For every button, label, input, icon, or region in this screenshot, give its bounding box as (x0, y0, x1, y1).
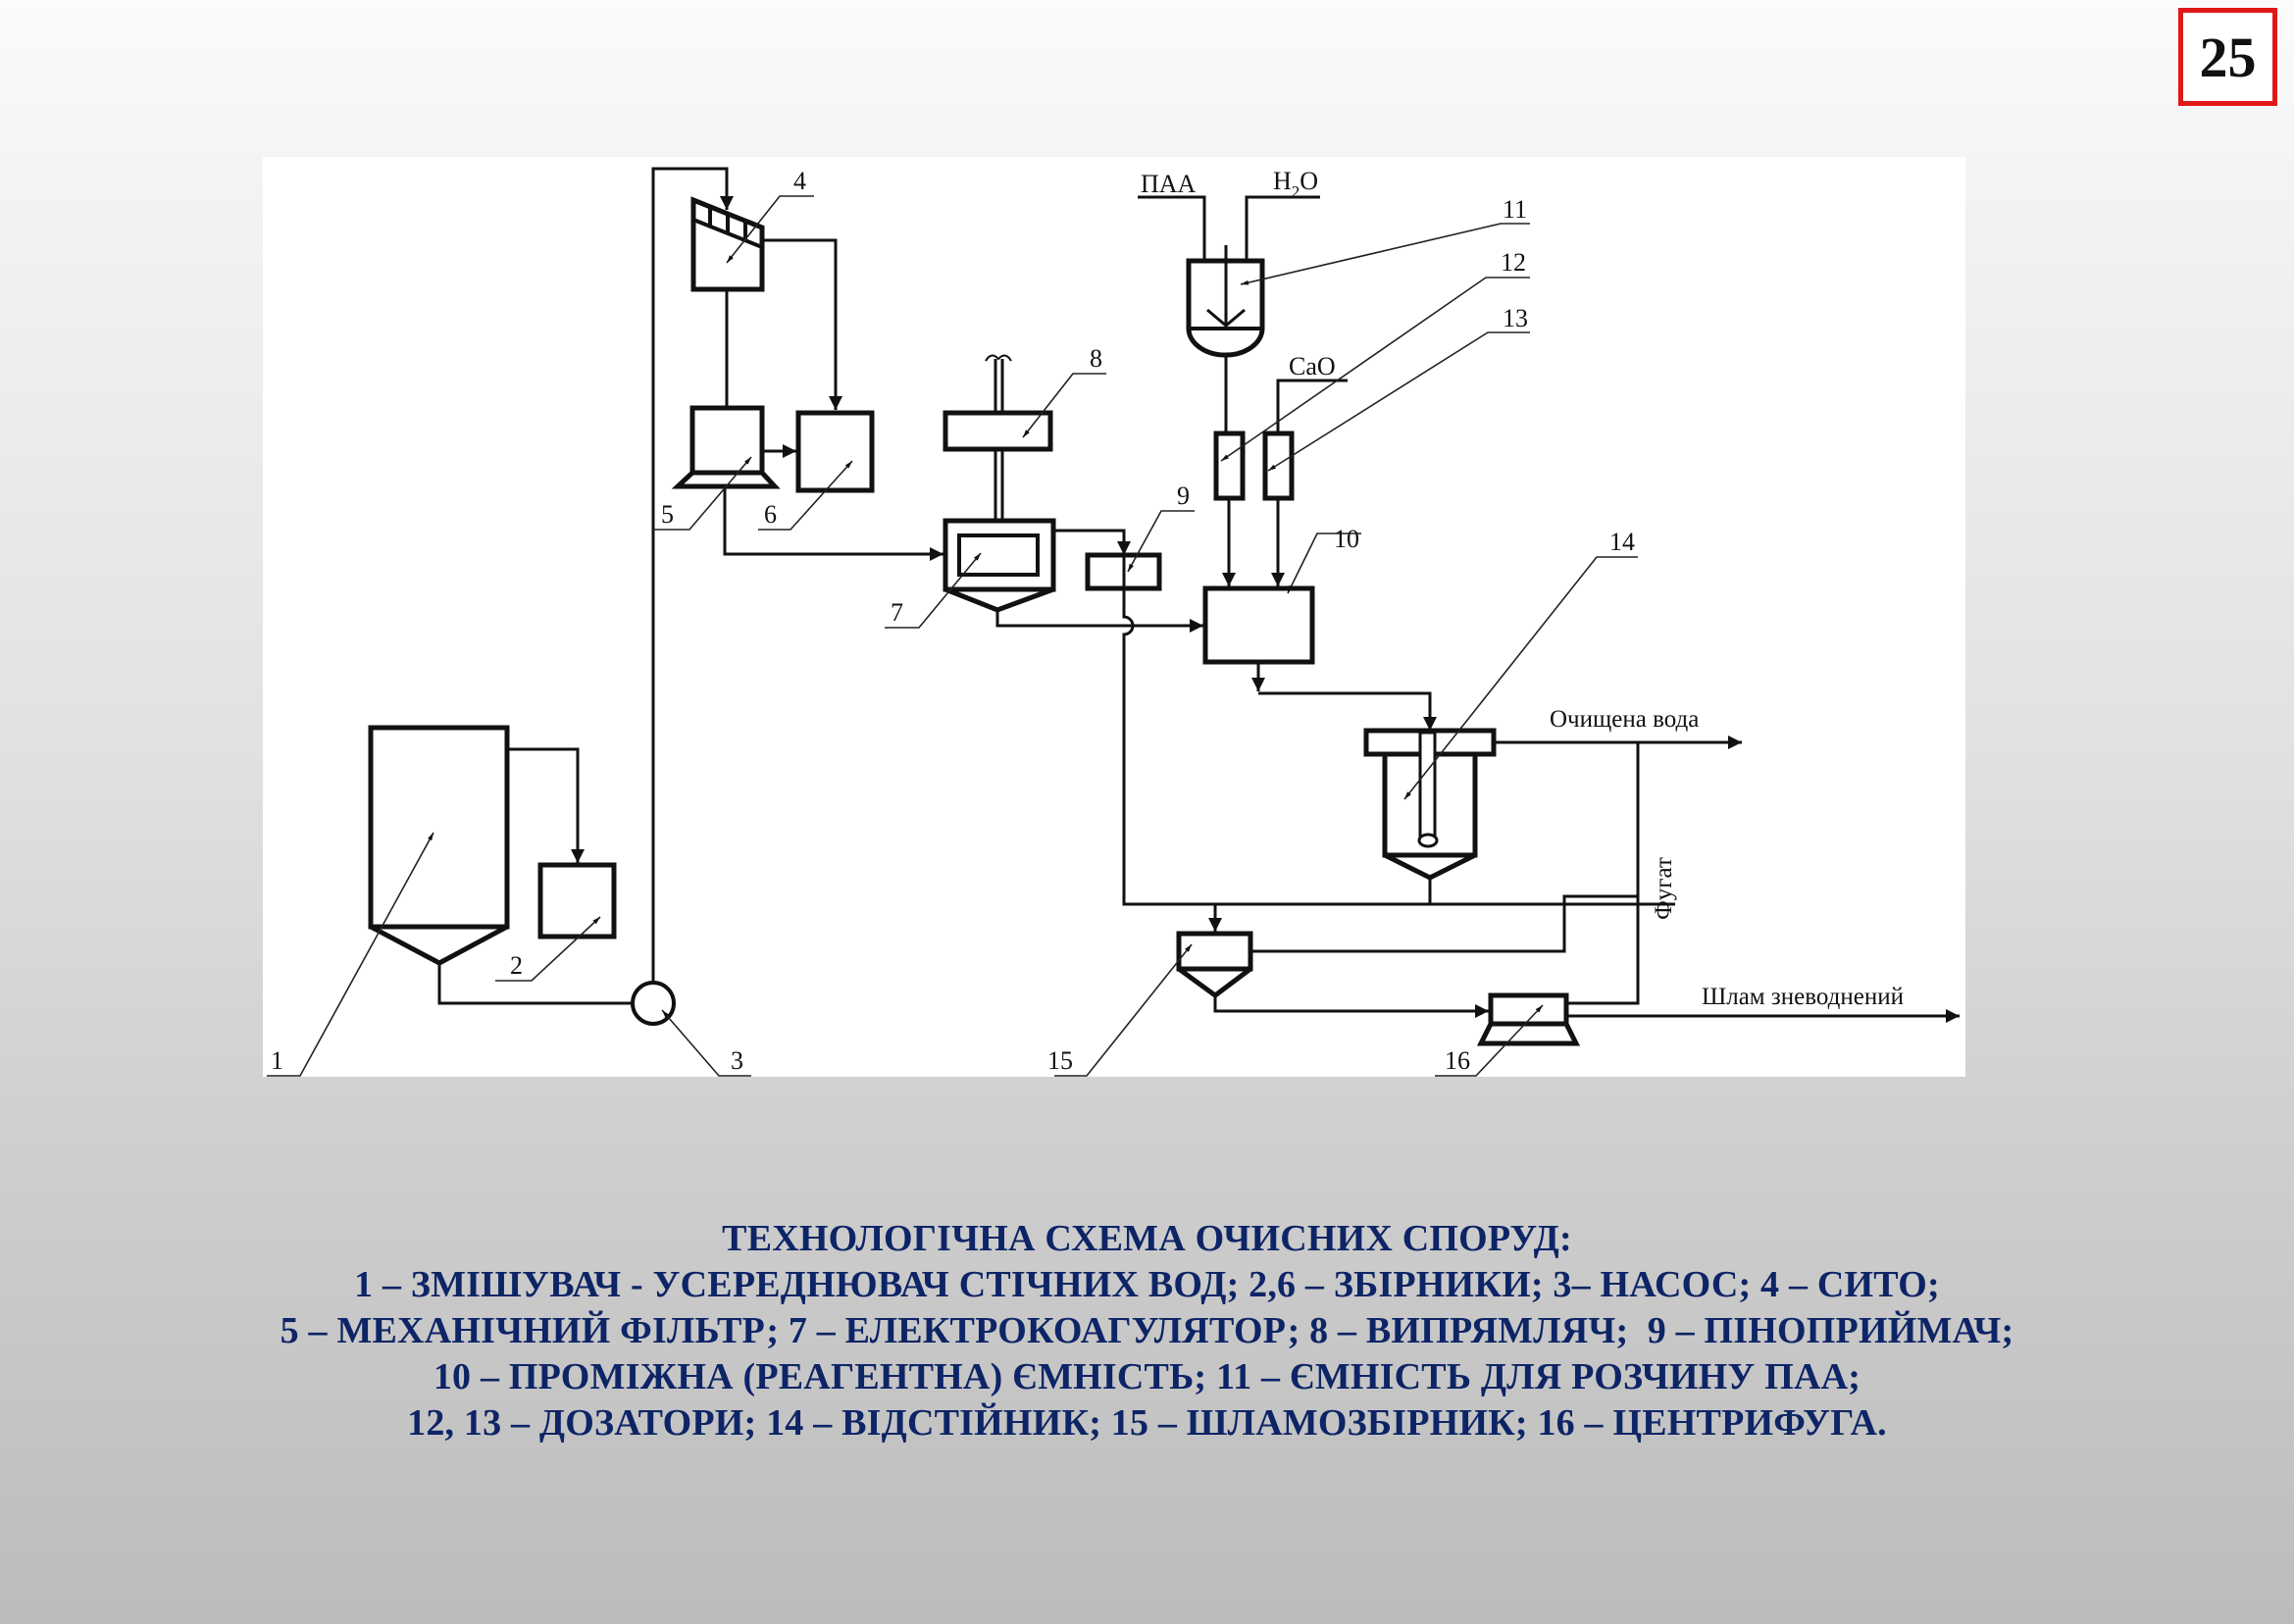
label-15: 15 (1047, 1046, 1073, 1075)
label-1: 1 (271, 1046, 283, 1075)
label-8: 8 (1090, 344, 1102, 373)
pipe-mixer-to-pump (437, 963, 633, 1005)
settler-14 (1363, 728, 1497, 881)
doser-13 (1262, 431, 1295, 501)
caption-line: 12, 13 – ДОЗАТОРИ; 14 – ВІДСТІЙНИК; 15 –… (407, 1402, 1887, 1444)
pipelines (437, 167, 1960, 1023)
collector-6 (795, 410, 875, 493)
output-dewatered-sludge-label: Шлам зневоднений (1702, 984, 1904, 1010)
caption-title: ТЕХНОЛОГІЧНА СХЕМА ОЧИСНИХ СПОРУД: (722, 1218, 1572, 1259)
collector-2 (537, 862, 617, 939)
page-number-badge: 25 (2178, 8, 2277, 106)
caption-line: 1 – ЗМІШУВАЧ - УСЕРЕДНЮВАЧ СТІЧНИХ ВОД; … (354, 1264, 1940, 1305)
sieve-4 (690, 196, 765, 292)
label-16: 16 (1445, 1046, 1470, 1075)
pipe-tank-10-to-settler (1258, 691, 1437, 731)
label-6: 6 (764, 500, 777, 529)
label-12: 12 (1501, 248, 1526, 277)
input-paa-label: ПАА (1141, 170, 1197, 198)
pipe-sieve-to-collector-6 (763, 238, 842, 410)
label-5: 5 (661, 500, 674, 529)
pipe-paa-input (1138, 195, 1206, 261)
label-7: 7 (891, 598, 903, 627)
pipe-electrocoagulator-to-foam-receiver (1053, 529, 1131, 555)
pipe-fugate-to-settler-area (1250, 894, 1638, 953)
caption-line: 10 – ПРОМІЖНА (РЕАГЕНТНА) ЄМНІСТЬ; 11 – … (433, 1356, 1861, 1397)
label-3: 3 (731, 1046, 743, 1075)
electrocoagulator-7 (943, 518, 1056, 613)
label-10: 10 (1334, 525, 1359, 553)
pipe-water-input (1245, 195, 1320, 261)
page-number: 25 (2199, 25, 2257, 89)
label-9: 9 (1177, 482, 1190, 510)
pipe-sludge-collector-to-centrifuge (1213, 995, 1489, 1018)
output-fugate-label: Фугат (1651, 857, 1677, 920)
reagent-tank-10 (1202, 585, 1315, 665)
pipe-mixer-to-collector-2 (507, 747, 585, 863)
pipe-cao-input (1276, 379, 1348, 433)
diagram-caption: ТЕХНОЛОГІЧНА СХЕМА ОЧИСНИХ СПОРУД: 1 – З… (0, 1216, 2294, 1446)
foam-receiver-9 (1085, 552, 1162, 591)
input-water-label: H2O (1273, 167, 1318, 201)
output-clean-water-label: Очищена вода (1550, 706, 1699, 733)
rectifier-8 (943, 410, 1053, 452)
pipe-electrocoagulator-to-tank-10 (995, 608, 1203, 633)
doser-12 (1213, 431, 1246, 501)
paa-solution-tank-11 (1186, 245, 1265, 358)
centrifuge-16 (1476, 992, 1581, 1046)
pipe-fugate-line (1568, 742, 1640, 1005)
sludge-collector-15 (1176, 931, 1253, 999)
pipe-filter-to-electrocoagulator (723, 485, 943, 561)
label-14: 14 (1609, 528, 1635, 556)
mechanical-filter-5 (671, 405, 781, 489)
pipe-pump-riser (651, 167, 734, 983)
input-cao-label: CaO (1289, 352, 1336, 381)
leader-lines (267, 195, 1638, 1077)
label-11: 11 (1503, 195, 1527, 224)
caption-line: 5 – МЕХАНІЧНИЙ ФІЛЬТР; 7 – ЕЛЕКТРОКОАГУЛ… (280, 1310, 2014, 1351)
label-2: 2 (510, 951, 523, 980)
mixer-averager-1 (368, 725, 510, 966)
label-4: 4 (793, 167, 806, 195)
label-13: 13 (1503, 304, 1528, 332)
